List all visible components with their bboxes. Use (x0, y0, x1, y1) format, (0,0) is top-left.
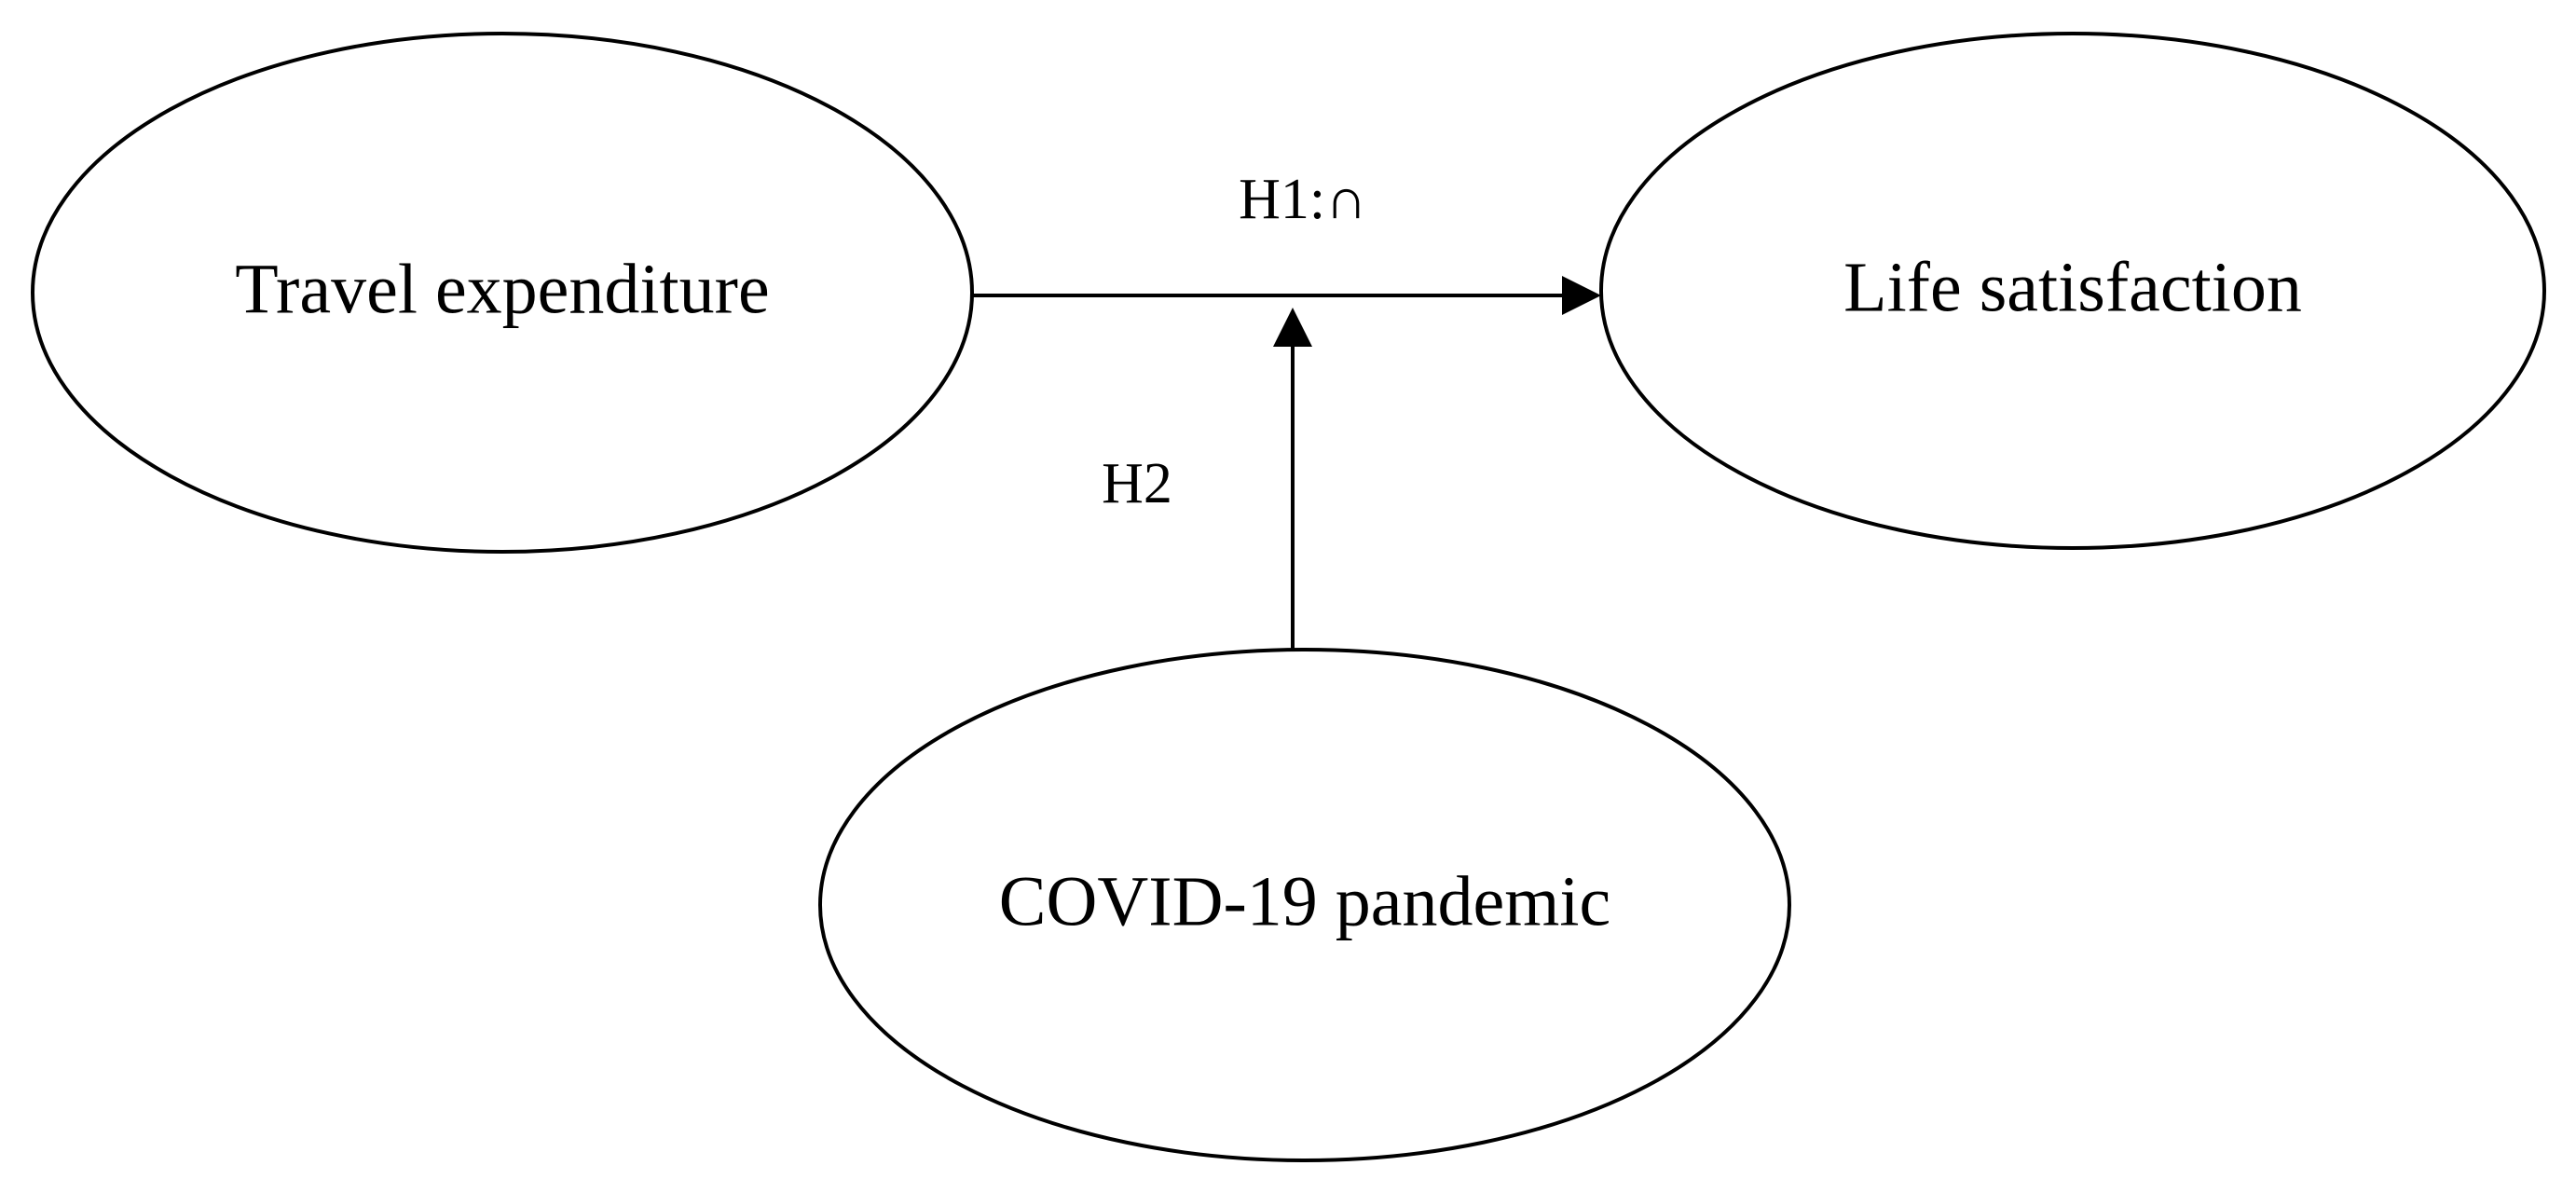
h1-arrow-head-icon (1562, 276, 1601, 315)
edge-h2[interactable]: H2 (1102, 308, 1312, 650)
node-covid-19-pandemic[interactable]: COVID-19 pandemic (818, 648, 1791, 1162)
life-satisfaction-ellipse[interactable] (1599, 32, 2546, 550)
covid-19-pandemic-label: COVID-19 pandemic (999, 862, 1610, 940)
covid-19-pandemic-ellipse[interactable] (818, 648, 1791, 1162)
h2-edge-label: H2 (1102, 452, 1172, 515)
travel-expenditure-ellipse[interactable] (31, 32, 974, 554)
edge-h1[interactable]: H1:∩ (972, 168, 1601, 315)
h2-arrow-head-icon (1273, 308, 1312, 347)
h1-edge-label: H1:∩ (1239, 168, 1367, 231)
node-travel-expenditure[interactable]: Travel expenditure (31, 32, 974, 554)
travel-expenditure-label: Travel expenditure (235, 250, 769, 328)
life-satisfaction-label: Life satisfaction (1843, 248, 2302, 326)
node-life-satisfaction[interactable]: Life satisfaction (1599, 32, 2546, 550)
